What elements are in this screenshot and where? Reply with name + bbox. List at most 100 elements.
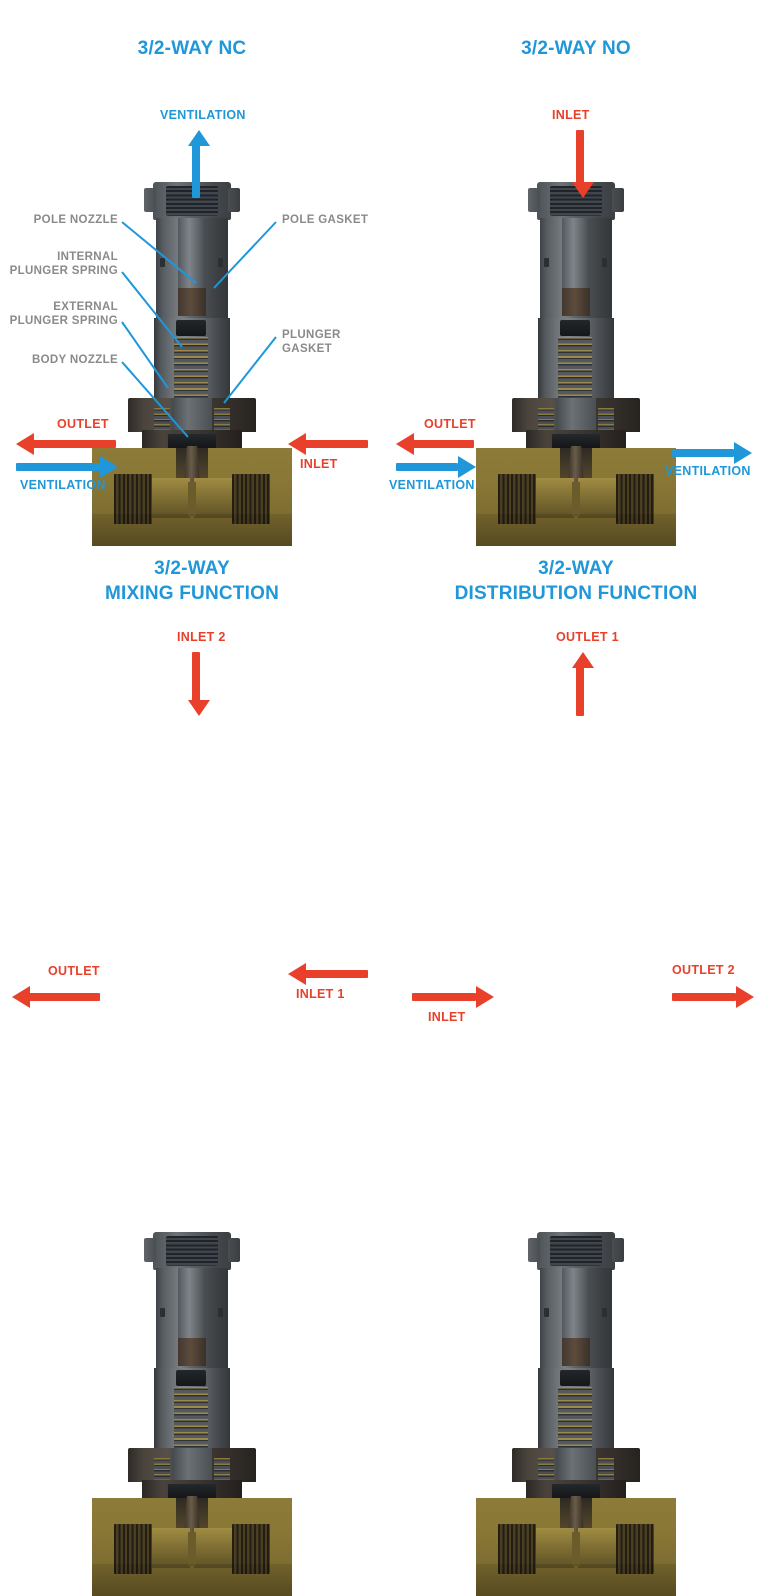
valve-flange [128,398,256,450]
callout-external-plunger-spring: EXTERNAL PLUNGER SPRING [9,301,118,327]
flow-label-outlet2-distribution: OUTLET 2 [672,963,735,977]
solenoid-hex-nut [144,182,240,220]
leader-plunger-gasket [223,336,277,404]
valve-flange [512,1448,640,1500]
brass-shadow [476,1564,676,1596]
pole-nozzle-part [178,1338,206,1366]
pole-core [562,1268,590,1340]
pole-core [178,1268,206,1340]
tube-notch-right [218,1308,223,1317]
tube-notch-left [544,1308,549,1317]
tube-notch-left [160,1308,165,1317]
solenoid-hex-nut [144,1232,240,1270]
hex-nut-shoulder-left [144,188,156,212]
external-plunger-spring-part [174,1387,208,1455]
solenoid-hex-nut [528,1232,624,1270]
pole-gasket-part [560,320,590,336]
hex-nut-ridges [166,1236,218,1266]
hex-nut-shoulder-right [228,1238,240,1262]
panel-title-nc: 3/2-WAY NC [137,38,247,59]
brass-divider [572,1532,580,1566]
flow-label-ventilation-inner-no: VENTILATION [389,478,475,492]
tube-notch-left [544,258,549,267]
brass-shadow [476,514,676,546]
tube-notch-right [218,258,223,267]
brass-divider [188,1532,196,1566]
flow-label-inlet2-mixing: INLET 2 [177,630,226,644]
panel-title-distribution-line1: 3/2-WAY [538,558,614,579]
hex-nut-shoulder-right [228,188,240,212]
flow-label-outlet-no: OUTLET [424,417,476,431]
tube-notch-right [602,1308,607,1317]
pole-nozzle-part [562,288,590,316]
pole-nozzle-part [562,1338,590,1366]
threaded-port-left [498,474,536,524]
plunger-gasket-part [552,434,600,448]
threaded-port-right [616,474,654,524]
pole-tube [156,218,228,320]
flow-label-inlet-distribution: INLET [428,1010,466,1024]
valve-flange [128,1448,256,1500]
hex-nut-shoulder-left [528,188,540,212]
external-plunger-spring-part [174,337,208,405]
callout-pole-nozzle: POLE NOZZLE [33,214,118,226]
brass-channel-left [152,1528,190,1568]
pole-gasket-part [176,320,206,336]
brass-shadow [92,1564,292,1596]
flow-label-inlet-nc: INLET [300,457,338,471]
brass-channel-left [152,478,190,518]
panel-title-mixing-line1: 3/2-WAY [154,558,230,579]
threaded-port-right [232,474,270,524]
external-plunger-spring-part [558,1387,592,1455]
flow-label-ventilation-outer-no: VENTILATION [665,464,751,478]
brass-divider [188,482,196,516]
flow-label-outlet-nc: OUTLET [57,417,109,431]
hex-nut-ridges [550,1236,602,1266]
plunger-gasket-part [168,434,216,448]
hex-nut-shoulder-right [612,188,624,212]
tube-notch-left [160,258,165,267]
flow-label-inlet-down-no: INLET [552,108,590,122]
flow-label-outlet-mixing: OUTLET [48,964,100,978]
hex-nut-shoulder-right [612,1238,624,1262]
callout-body-nozzle: BODY NOZZLE [31,354,118,366]
body-nozzle-stem [184,446,200,486]
pole-tube [540,218,612,320]
plunger-chamber [538,1368,614,1458]
panel-title-distribution-line2: DISTRIBUTION FUNCTION [454,583,698,604]
brass-channel-left [536,1528,574,1568]
brass-valve-body [92,446,292,546]
plunger-chamber [154,1368,230,1458]
brass-valve-body [476,446,676,546]
flow-label-ventilation-up-nc: VENTILATION [160,108,246,122]
brass-channel-right [578,1528,616,1568]
threaded-port-left [114,474,152,524]
pole-gasket-part [560,1370,590,1386]
brass-channel-right [578,478,616,518]
callout-internal-plunger-spring: INTERNAL PLUNGER SPRING [9,251,118,277]
external-plunger-spring-part [558,337,592,405]
hex-nut-shoulder-left [144,1238,156,1262]
body-nozzle-stem [568,446,584,486]
plunger-gasket-part [168,1484,216,1498]
brass-channel-right [194,478,232,518]
flow-label-inlet1-mixing: INLET 1 [296,987,345,1001]
panel-title-no: 3/2-WAY NO [521,38,631,59]
pole-nozzle-part [178,288,206,316]
brass-valve-body [92,1496,292,1596]
pole-core [178,218,206,290]
brass-channel-right [194,1528,232,1568]
pole-tube [156,1268,228,1370]
flow-label-ventilation-right-nc: VENTILATION [20,478,106,492]
brass-shadow [92,514,292,546]
tube-notch-right [602,258,607,267]
plunger-gasket-part [552,1484,600,1498]
callout-pole-gasket: POLE GASKET [282,214,369,226]
pole-tube [540,1268,612,1370]
plunger-chamber [538,318,614,408]
callout-plunger-gasket: PLUNGER GASKET [282,329,341,355]
brass-divider [572,482,580,516]
brass-channel-left [536,478,574,518]
pole-core [562,218,590,290]
pole-gasket-part [176,1370,206,1386]
